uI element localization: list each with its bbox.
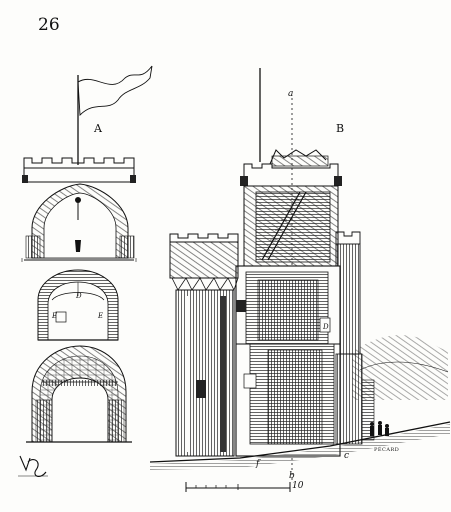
main-tower-section bbox=[235, 265, 341, 457]
marker-b: b bbox=[289, 471, 295, 481]
engraver-signature: PÉCARD bbox=[374, 445, 399, 453]
marker-a: a bbox=[288, 89, 293, 99]
background-hills bbox=[352, 335, 448, 400]
marker-c: c bbox=[344, 451, 349, 461]
view-a-elevation bbox=[21, 65, 153, 262]
figure-number: 26 bbox=[38, 15, 60, 35]
marker-d: D bbox=[322, 323, 329, 331]
marker-e-left: E bbox=[51, 312, 57, 320]
marker-e-right: E bbox=[97, 312, 103, 320]
view-a-gate-section bbox=[26, 345, 132, 443]
view-label-b: B bbox=[336, 122, 344, 135]
human-figures bbox=[370, 421, 389, 436]
round-tower bbox=[169, 233, 239, 457]
marker-f: f bbox=[255, 459, 261, 469]
scale-bar bbox=[185, 482, 291, 492]
view-label-a: A bbox=[93, 122, 103, 135]
scale-end-label: 10 bbox=[292, 481, 304, 491]
artist-monogram bbox=[18, 455, 48, 478]
right-lower-wall bbox=[335, 353, 363, 445]
view-a-vault-section bbox=[37, 269, 119, 341]
marker-d-vault: D bbox=[75, 292, 82, 300]
ground-line bbox=[149, 421, 451, 463]
upper-tower-section bbox=[240, 149, 361, 355]
